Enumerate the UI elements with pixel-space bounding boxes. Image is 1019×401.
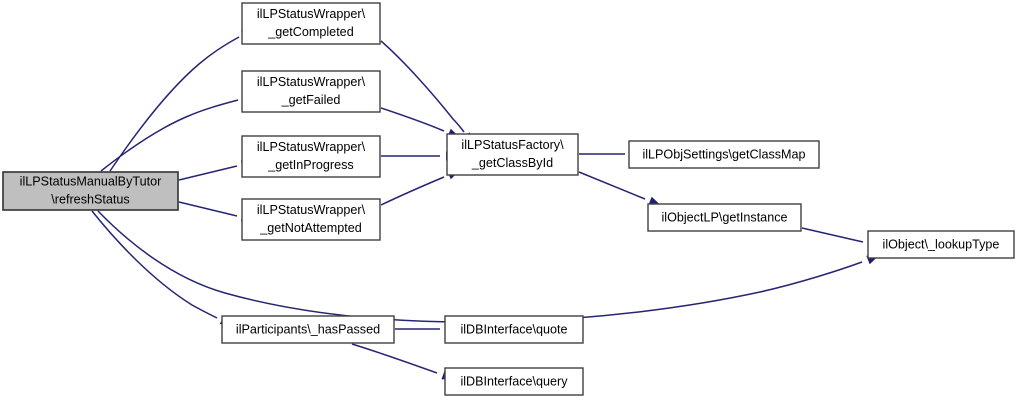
node-box[interactable] <box>444 367 584 396</box>
graph-node-query[interactable]: ilDBInterface\query <box>444 367 584 396</box>
call-edge <box>91 210 232 326</box>
graph-node-getClassById[interactable]: ilLPStatusFactory\ _getClassById <box>446 133 579 176</box>
edge-line <box>380 176 445 206</box>
edge-line <box>178 165 238 181</box>
node-label-line1: ilLPStatusWrapper\ <box>257 7 366 21</box>
node-label-line1: ilLPStatusWrapper\ <box>257 203 366 217</box>
nodes-layer: ilLPStatusManualByTutor\refreshStatusilL… <box>2 2 1015 396</box>
node-label-line2: _getNotAttempted <box>259 221 362 235</box>
edge-line <box>178 201 238 217</box>
edge-line <box>380 107 445 132</box>
call-edge <box>380 151 458 161</box>
graph-node-root[interactable]: ilLPStatusManualByTutor \refreshStatus <box>2 171 179 211</box>
node-label-line1: ilDBInterface\query <box>460 374 568 388</box>
node-box[interactable] <box>867 230 1015 259</box>
graph-node-getClassMap[interactable]: ilLPObjSettings\getClassMap <box>628 140 820 169</box>
graph-node-getInProgress[interactable]: ilLPStatusWrapper\ _getInProgress <box>241 135 381 178</box>
arrowhead-icon <box>648 196 661 206</box>
node-box[interactable] <box>241 135 381 178</box>
node-label-line1: ilDBInterface\quote <box>460 322 567 336</box>
node-label-line1: ilObjectLP\getInstance <box>661 210 787 224</box>
node-label-line2: _getCompleted <box>267 25 353 39</box>
edge-line <box>91 210 218 319</box>
node-label-line2: _getClassById <box>471 156 553 170</box>
node-box[interactable] <box>241 70 381 113</box>
graph-node-hasPassed[interactable]: ilParticipants\_hasPassed <box>221 315 395 344</box>
graph-node-getInstance[interactable]: ilObjectLP\getInstance <box>647 203 802 232</box>
call-edge <box>578 171 661 206</box>
node-label-line2: \refreshStatus <box>51 192 129 206</box>
node-box[interactable] <box>446 133 579 176</box>
call-edge <box>380 40 473 145</box>
call-edge <box>351 343 454 380</box>
graph-node-getFailed[interactable]: ilLPStatusWrapper\ _getFailed <box>241 70 381 113</box>
edge-line <box>351 343 438 374</box>
node-label-line1: ilLPObjSettings\getClassMap <box>642 147 805 161</box>
node-box[interactable] <box>444 315 584 344</box>
node-label-line2: _getFailed <box>281 93 341 107</box>
edge-line <box>380 40 465 133</box>
graph-node-getCompleted[interactable]: ilLPStatusWrapper\ _getCompleted <box>241 2 381 45</box>
node-label-line1: ilLPStatusWrapper\ <box>257 75 366 89</box>
graph-node-lookupType[interactable]: ilObject\_lookupType <box>867 230 1015 259</box>
graph-node-getNotAttempted[interactable]: ilLPStatusWrapper\ _getNotAttempted <box>241 198 381 241</box>
node-box[interactable] <box>2 171 179 211</box>
node-box[interactable] <box>647 203 802 232</box>
node-label-line1: ilObject\_lookupType <box>883 237 1000 251</box>
call-edge <box>100 94 255 172</box>
node-label-line1: ilLPStatusFactory\ <box>461 138 564 152</box>
edge-line <box>109 36 240 172</box>
edge-line <box>100 99 239 172</box>
call-edge <box>109 29 254 172</box>
graph-node-quote[interactable]: ilDBInterface\quote <box>444 315 584 344</box>
node-box[interactable] <box>221 315 395 344</box>
node-box[interactable] <box>628 140 820 169</box>
node-box[interactable] <box>241 198 381 241</box>
node-label-line1: ilParticipants\_hasPassed <box>236 322 380 336</box>
node-label-line1: ilLPStatusManualByTutor <box>20 174 162 188</box>
edge-line <box>801 227 864 243</box>
node-box[interactable] <box>241 2 381 45</box>
node-label-line2: _getInProgress <box>267 158 353 172</box>
node-label-line1: ilLPStatusWrapper\ <box>257 140 366 154</box>
edge-line <box>578 171 646 200</box>
